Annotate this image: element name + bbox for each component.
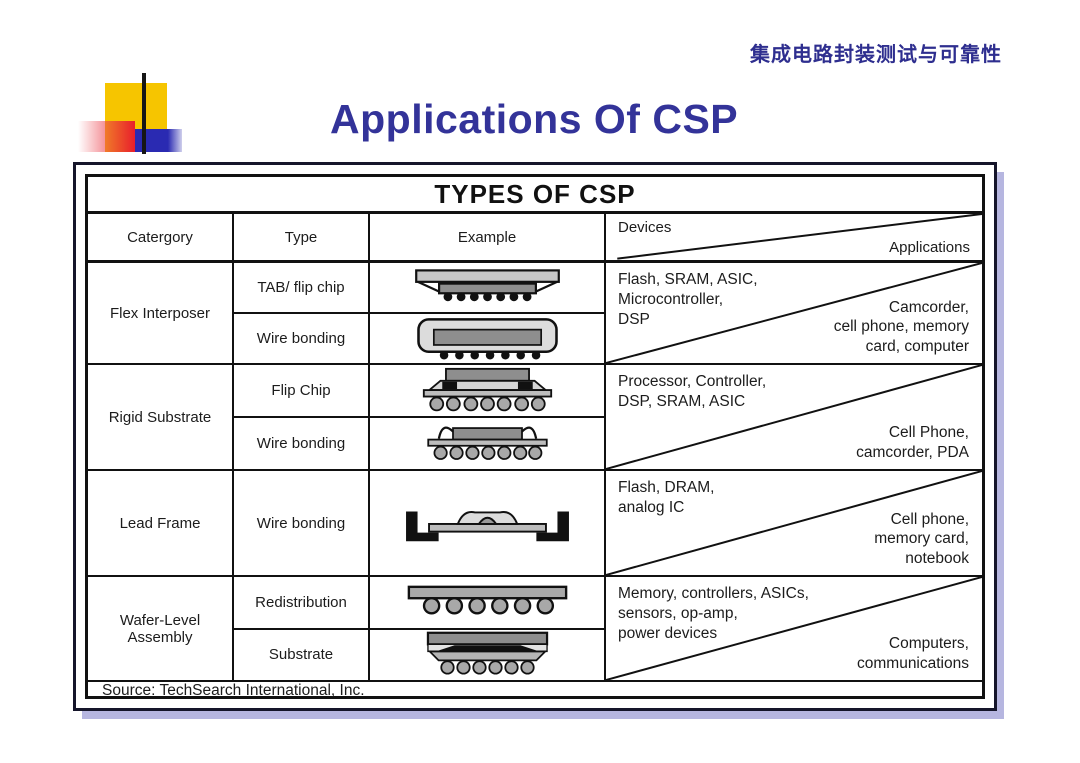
table-title: TYPES OF CSP: [88, 177, 982, 214]
devices-text: Flash, SRAM, ASIC, Microcontroller, DSP: [618, 271, 758, 328]
decoration-blue-bar: [135, 129, 182, 152]
applications-text: Camcorder, cell phone, memory card, comp…: [833, 298, 969, 356]
diagonal-divider-icon: [606, 471, 982, 575]
subrow: Flip Chip: [234, 365, 606, 418]
substrate-wafer-level-package-icon: [426, 631, 548, 675]
example-cell: [370, 365, 606, 416]
devices-text: Memory, controllers, ASICs, sensors, op-…: [618, 585, 809, 642]
devices-text: Processor, Controller, DSP, SRAM, ASIC: [618, 373, 767, 410]
header-type: Type: [234, 214, 370, 260]
type-cell: Redistribution: [234, 577, 370, 628]
example-cell: [370, 314, 606, 363]
devices-applications-cell: Flash, SRAM, ASIC, Microcontroller, DSP …: [606, 263, 982, 363]
type-cell: Wire bonding: [234, 471, 370, 575]
devices-applications-cell: Memory, controllers, ASICs, sensors, op-…: [606, 577, 982, 680]
devices-applications-cell: Processor, Controller, DSP, SRAM, ASIC C…: [606, 365, 982, 469]
subrow: TAB/ flip chip: [234, 263, 606, 314]
type-example-column: Flip Chip Wire bonding: [234, 365, 606, 469]
subrow: Wire bonding: [234, 314, 606, 363]
diagonal-divider-icon: [606, 214, 982, 260]
example-cell: [370, 263, 606, 312]
type-cell: TAB/ flip chip: [234, 263, 370, 312]
wire-bonding-flex-package-icon: [416, 317, 558, 359]
type-cell: Flip Chip: [234, 365, 370, 416]
corner-decoration: [0, 0, 220, 170]
decoration-vertical-line: [142, 73, 146, 154]
wire-bonding-rigid-package-icon: [426, 426, 548, 460]
course-header: 集成电路封装测试与可靠性: [750, 42, 1002, 66]
table-row-rigid-substrate: Rigid Substrate Flip Chip: [88, 365, 982, 471]
table-row-flex-interposer: Flex Interposer TAB/ flip chip: [88, 263, 982, 365]
header-example: Example: [370, 214, 606, 260]
diagonal-divider-icon: [606, 577, 982, 680]
types-of-csp-table: TYPES OF CSP Catergory Type Example Devi…: [85, 174, 985, 699]
tab-flip-chip-package-icon: [414, 268, 560, 301]
diagonal-divider-icon: [606, 263, 982, 363]
flip-chip-rigid-package-icon: [422, 367, 552, 411]
category-cell: Rigid Substrate: [88, 365, 234, 469]
type-example-column: Redistribution Substrate: [234, 577, 606, 680]
table-header-row: Catergory Type Example Devices Applicati…: [88, 214, 982, 263]
csp-table-frame: TYPES OF CSP Catergory Type Example Devi…: [73, 162, 997, 711]
devices-text: Flash, DRAM, analog IC: [618, 479, 715, 516]
category-cell: Flex Interposer: [88, 263, 234, 363]
subrow: Redistribution: [234, 577, 606, 630]
header-devices-label: Devices: [618, 219, 672, 236]
type-cell: Wire bonding: [234, 314, 370, 363]
applications-text: Cell phone, memory card, notebook: [874, 510, 969, 568]
type-cell: Substrate: [234, 629, 370, 680]
subrow: Wire bonding: [234, 418, 606, 469]
decoration-red-bar: [78, 121, 135, 152]
applications-text: Computers, communications: [857, 635, 969, 673]
table-row-wafer-level-assembly: Wafer-Level Assembly Redistribution Subs…: [88, 577, 982, 682]
header-devices-applications: Devices Applications: [606, 214, 982, 260]
category-cell: Wafer-Level Assembly: [88, 577, 234, 680]
subrow: Substrate: [234, 629, 606, 680]
header-category: Catergory: [88, 214, 234, 260]
slide-title: Applications Of CSP: [330, 96, 739, 142]
type-example-column: TAB/ flip chip Wire bonding: [234, 263, 606, 363]
diagonal-divider-icon: [606, 365, 982, 469]
devices-applications-cell: Flash, DRAM, analog IC Cell phone, memor…: [606, 471, 982, 575]
example-cell: [370, 629, 606, 680]
subrow: Wire bonding: [234, 471, 606, 575]
category-cell: Lead Frame: [88, 471, 234, 575]
header-applications-label: Applications: [889, 239, 970, 256]
redistribution-package-icon: [407, 585, 567, 615]
source-note: Source: TechSearch International, Inc.: [102, 682, 365, 699]
type-cell: Wire bonding: [234, 418, 370, 469]
example-cell: [370, 418, 606, 469]
example-cell: [370, 471, 606, 575]
applications-text: Cell Phone, camcorder, PDA: [856, 424, 969, 462]
table-row-lead-frame: Lead Frame Wire bonding: [88, 471, 982, 577]
lead-frame-package-icon: [405, 511, 569, 542]
example-cell: [370, 577, 606, 628]
type-example-column: Wire bonding: [234, 471, 606, 575]
